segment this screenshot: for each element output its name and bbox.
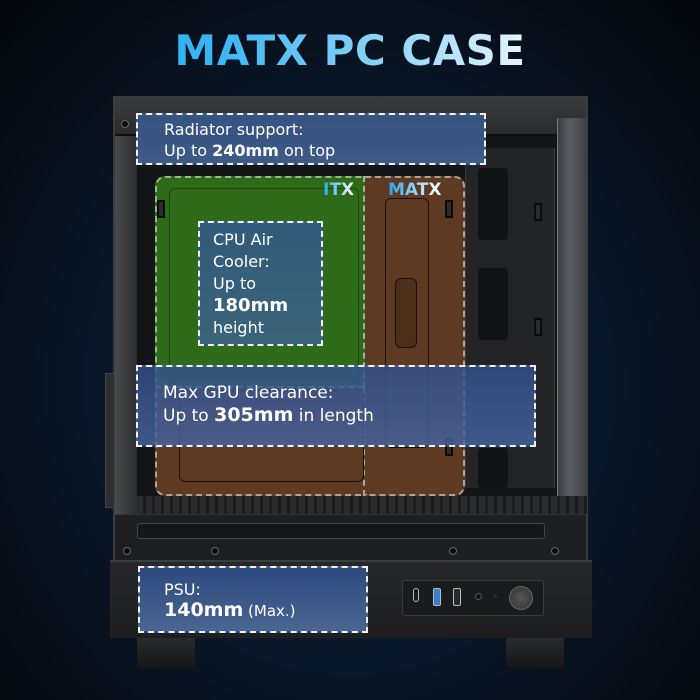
screw-icon [551,547,559,555]
left-pillar [115,136,137,516]
radiator-value: 240mm [212,141,279,160]
gpu-spec: Up to 305mm in length [163,404,374,426]
cpu-cooler-label-3: Up to [213,274,257,293]
pc-case: ITX MATX [105,96,588,570]
led-indicator-icon [494,595,497,598]
radiator-label: Radiator support: [164,120,304,139]
matx-label: MATX [388,180,442,200]
shroud-bar [137,523,545,539]
clip-icon [445,200,453,218]
psu-spec: 140mm (Max.) [164,599,296,621]
screw-icon [121,120,129,128]
usb3-port-icon [433,588,441,606]
front-io-panel [402,580,544,616]
itx-label: ITX [323,180,355,200]
psu-label: PSU: [164,580,201,599]
gpu-callout: Max GPU clearance: Up to 305mm in length [136,365,536,447]
cpu-cooler-label-5: height [213,318,264,337]
usb-port-icon [453,588,461,606]
radiator-spec: Up to 240mm on top [164,141,336,160]
audio-jack-icon [475,593,482,600]
gpu-value: 305mm [214,404,294,426]
cable-slot [478,268,508,340]
matx-board-area [365,176,465,496]
cpu-cooler-value: 180mm [213,295,289,316]
cable-slot [478,168,508,240]
glass-side-panel [557,118,588,518]
case-foot-left [137,638,195,668]
cpu-cooler-label-1: CPU Air [213,230,273,249]
bottom-vent [137,496,587,514]
clip-icon [534,318,542,336]
cpu-cooler-callout: CPU Air Cooler: Up to 180mm height [198,221,323,346]
clip-icon [534,203,542,221]
power-button-icon[interactable] [509,586,533,610]
page-title: MATX PC CASE [0,26,700,75]
radiator-callout: Radiator support: Up to 240mm on top [136,113,486,165]
gpu-label: Max GPU clearance: [163,383,334,403]
side-handle [105,373,115,508]
usb-c-port-icon [413,588,419,602]
cpu-cooler-label-2: Cooler: [213,252,270,271]
psu-callout: PSU: 140mm (Max.) [138,566,368,633]
screw-icon [123,547,131,555]
screw-icon [211,547,219,555]
board-outline [385,198,429,448]
clip-icon [157,200,165,218]
psu-value: 140mm [164,599,244,621]
board-cutout [395,278,417,348]
case-foot-right [506,638,564,668]
cable-management-rail [465,148,555,488]
cable-slot [478,448,508,488]
screw-icon [449,547,457,555]
